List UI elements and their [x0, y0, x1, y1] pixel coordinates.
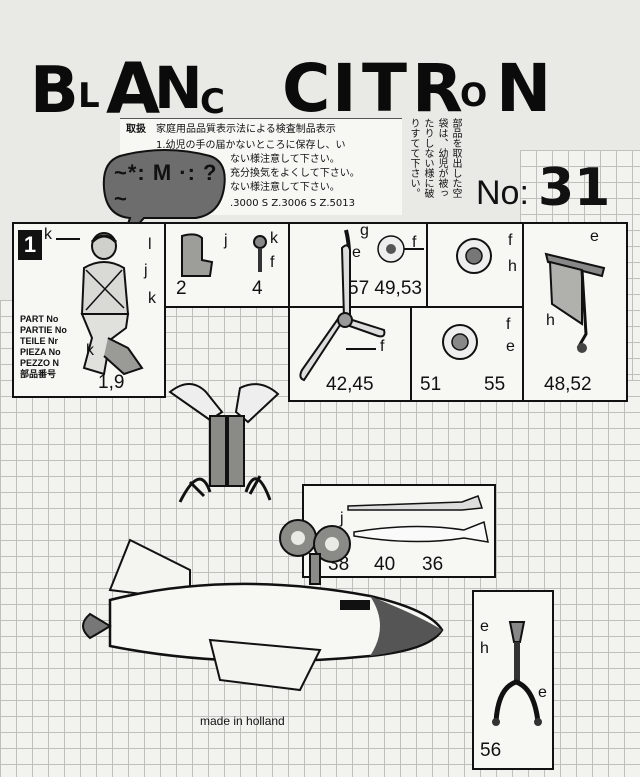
- wheel-b-label: h: [508, 258, 517, 275]
- title-letter: A: [106, 48, 163, 130]
- caption-line: PEZZO N: [20, 358, 60, 368]
- stick-part-number: 4: [252, 278, 263, 299]
- pilot-label: j: [144, 262, 148, 279]
- wheel-b-icon: [456, 238, 492, 274]
- title-letter: O: [460, 76, 490, 114]
- wheel-c-left-number: 51: [420, 374, 442, 395]
- warning-line: 充分換気をよくして下さい。: [230, 168, 360, 179]
- vertical-note-column: 部品を取出した空: [450, 118, 461, 198]
- missiles-label: j: [340, 510, 344, 527]
- warning-line: .3000 S Z.3006 S Z.5013: [230, 198, 355, 209]
- issue-digits: 31: [538, 158, 611, 218]
- caption-line: PARTIE No: [20, 325, 67, 335]
- leader-line: [56, 238, 80, 240]
- wheel-a-part-numbers: 57 49,53: [348, 278, 422, 299]
- title-letter: T: [362, 50, 410, 127]
- vertical-note-column: たりしない様に破: [422, 118, 433, 198]
- warning-line: ない様注意して下さい。: [230, 154, 340, 165]
- speech-bubble-glyphs: ~*: M ·: ? ~: [114, 160, 218, 211]
- brand-title: B L A N C C I T R O N: [30, 48, 610, 130]
- pilot-label: k: [148, 290, 156, 307]
- landing-gear-label: e: [480, 618, 489, 635]
- title-letter: R: [412, 50, 465, 127]
- landing-gear-part-number: 56: [480, 740, 502, 761]
- pilot-label: k: [44, 226, 52, 243]
- panel-propeller: f 42,45: [288, 244, 412, 402]
- wheel-a-label: g: [360, 222, 369, 239]
- pilot-label: l: [148, 236, 152, 253]
- wheel-a-label: f: [412, 234, 417, 251]
- wheel-c-label: e: [506, 338, 515, 355]
- seat-part-number: 2: [176, 278, 187, 299]
- warning-line: ない様注意して下さい。: [230, 182, 340, 193]
- missile-number: 36: [422, 554, 444, 575]
- seat-label: j: [224, 232, 228, 249]
- leader-line: [404, 248, 424, 250]
- pilot-part-numbers: 1,9: [98, 372, 125, 393]
- caption-line: 部品番号: [20, 369, 57, 379]
- wheel-b-label: f: [508, 232, 513, 249]
- title-letter: B: [30, 54, 81, 128]
- panel-pilot: 1 k l j k k PART No PARTIE No TEILE Nr P…: [12, 222, 166, 398]
- flag-label: e: [590, 228, 599, 245]
- flag-part-numbers: 48,52: [544, 374, 592, 395]
- landing-gear-label: e: [538, 684, 547, 701]
- issue-prefix: No:: [476, 174, 529, 212]
- title-letter: C: [200, 82, 227, 122]
- title-letter: L: [78, 76, 102, 116]
- stick-icon: [253, 235, 267, 272]
- caption-line: PART No: [20, 314, 59, 324]
- vertical-note-column: 袋は、幼児が被っ: [436, 118, 447, 198]
- seat-icon: [181, 233, 214, 277]
- caption-line: PIEZA No: [20, 347, 61, 357]
- missiles-icon: [347, 495, 489, 543]
- wheel-a-label: e: [352, 244, 361, 261]
- pilot-figure-icon: [80, 232, 144, 376]
- title-letter: N: [496, 50, 554, 127]
- pilot-label: k: [86, 342, 94, 359]
- wind-up-key-icon: [279, 519, 351, 585]
- landing-gear-icon: [492, 621, 542, 726]
- panel-flag: e h 48,52: [522, 222, 628, 402]
- propeller-label: f: [380, 338, 385, 355]
- stick-label: k: [270, 230, 278, 247]
- part-number-caption: PART No PARTIE No TEILE Nr PIEZA No PEZZ…: [20, 314, 67, 380]
- stick-label: f: [270, 254, 275, 271]
- warning-line: 1.幼児の手の届かないところに保存し、い: [156, 140, 346, 151]
- wheel-c-icon: [442, 324, 478, 360]
- panel-wheel-b: f h: [426, 222, 524, 308]
- legs-splash-illustration: [168, 383, 280, 503]
- propeller-icon: [299, 244, 386, 382]
- missile-number: 40: [374, 554, 396, 575]
- warning-header: 取扱: [126, 124, 146, 135]
- issue-number: No: 31: [476, 156, 616, 220]
- propeller-part-numbers: 42,45: [326, 374, 374, 395]
- vertical-note: 部品を取出した空 袋は、幼児が被っ たりしない様に破 りすてて下さい。: [404, 118, 464, 218]
- space-shuttle-illustration: [82, 538, 444, 692]
- panel-wheel-c: f e 51 55: [410, 306, 524, 402]
- leader-line: [346, 348, 376, 350]
- wheel-c-right-number: 55: [484, 374, 506, 395]
- flag-label: h: [546, 312, 555, 329]
- panel-seat-stick: j k f 2 4: [164, 222, 290, 308]
- made-in-label: made in holland: [200, 714, 285, 728]
- wheel-c-label: f: [506, 316, 511, 333]
- step-badge: 1: [18, 230, 42, 260]
- panel-landing-gear: e h e 56: [472, 590, 554, 770]
- landing-gear-label: h: [480, 640, 489, 657]
- warning-line: 家庭用品品質表示法による検査制品表示: [156, 124, 336, 135]
- title-letter: C: [282, 50, 333, 127]
- panel-wheel-a: g e f 57 49,53: [288, 222, 428, 308]
- speech-bubble: [102, 149, 226, 243]
- flag-icon: [544, 252, 606, 353]
- caption-line: TEILE Nr: [20, 336, 59, 346]
- title-letter: N: [154, 54, 205, 122]
- vertical-note-column: りすてて下さい。: [408, 118, 419, 198]
- wheel-a-icon: [377, 235, 405, 263]
- title-letter: I: [332, 50, 359, 127]
